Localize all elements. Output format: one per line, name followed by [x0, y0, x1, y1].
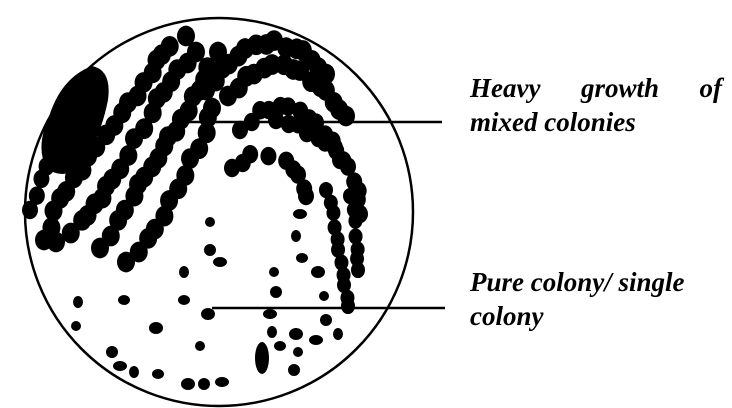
colony-dot: [260, 147, 276, 165]
single-colony-dot: [215, 377, 229, 387]
single-colony-dot: [149, 322, 163, 334]
label-word: Heavy: [470, 71, 540, 105]
single-colony-dot: [274, 341, 286, 351]
single-colony-dot: [320, 314, 332, 326]
single-colony-dot: [106, 346, 118, 358]
single-colony-dot: [255, 342, 269, 374]
single-colony-dot: [270, 286, 282, 298]
single-colony-dot: [319, 291, 329, 301]
single-colony-dot: [333, 328, 343, 340]
single-colony-dot: [181, 378, 195, 390]
label-heavy-growth: Heavy growth of mixed colonies: [470, 71, 722, 139]
single-colony-dot: [129, 366, 139, 378]
single-colony-dot: [293, 209, 307, 219]
single-colony-dot: [195, 341, 205, 351]
single-colony-dot: [293, 347, 303, 357]
label-heavy-growth-line1: Heavy growth of: [470, 71, 722, 105]
colony-dot: [343, 188, 357, 204]
single-colony-dot: [73, 296, 83, 308]
single-colony-dot: [71, 321, 81, 331]
single-colony-dot: [263, 309, 277, 319]
label-pure-colony-line2: colony: [470, 299, 728, 333]
colony-dot: [161, 36, 179, 57]
single-colony-dot: [201, 308, 215, 320]
single-colony-dot: [204, 244, 216, 256]
label-word: growth: [581, 71, 659, 105]
single-colony-dot: [342, 295, 354, 305]
colony-dot: [326, 205, 340, 221]
colony-dot: [29, 186, 45, 204]
single-colony-dot: [269, 267, 279, 277]
label-word: of: [700, 71, 723, 105]
single-colony-dot: [311, 266, 325, 278]
single-colony-dot: [152, 369, 164, 379]
single-colony-dot: [296, 253, 308, 263]
single-colony-dot: [213, 257, 227, 267]
colony-dot: [242, 145, 258, 163]
colony-dot: [298, 187, 314, 205]
colony-dot: [39, 157, 55, 175]
single-colony-dot: [267, 326, 277, 338]
single-colony-dot: [289, 328, 303, 340]
label-pure-colony: Pure colony/ single colony: [470, 265, 728, 333]
single-colony-dot: [178, 295, 190, 305]
single-colony-dot: [179, 266, 189, 278]
colony-dot: [351, 262, 365, 278]
single-colony-dot: [118, 295, 130, 305]
single-colony-dot: [288, 364, 300, 376]
label-pure-colony-line1: Pure colony/ single: [470, 265, 728, 299]
single-colony-dot: [309, 335, 323, 345]
colony-dot: [203, 98, 221, 119]
single-colony-dot: [198, 378, 210, 390]
single-colony-dot: [291, 230, 301, 242]
label-heavy-growth-line2: mixed colonies: [470, 105, 722, 139]
single-colony-dot: [205, 217, 215, 227]
colony-dot: [348, 213, 362, 229]
single-colony-dot: [113, 361, 127, 371]
colony-dot: [44, 141, 60, 159]
